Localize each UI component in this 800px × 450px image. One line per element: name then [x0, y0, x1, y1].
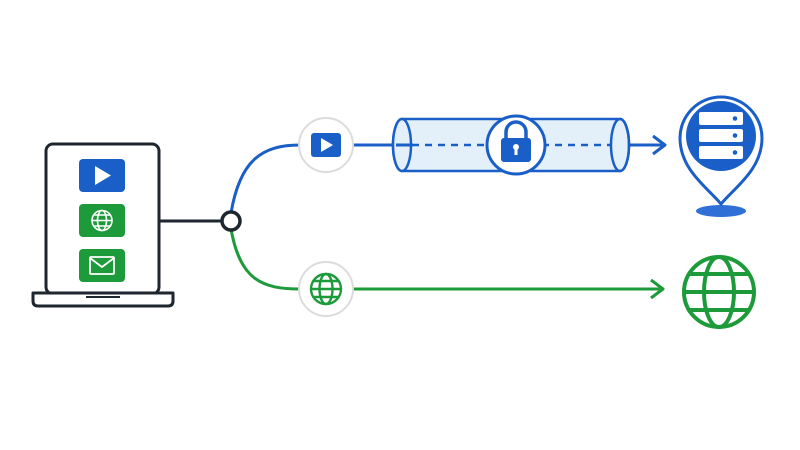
globe-icon [309, 272, 343, 306]
laptop [31, 142, 175, 308]
play-icon [95, 166, 111, 185]
vpn-route [229, 95, 764, 217]
lock-icon [501, 120, 531, 162]
globe-icon [91, 209, 113, 232]
mail-icon [89, 256, 115, 275]
pin-shadow [696, 205, 746, 217]
direct-route-arrowhead [650, 278, 665, 300]
video-app-icon [311, 133, 341, 157]
vpn-route-curve [229, 143, 301, 214]
laptop-base [31, 291, 175, 308]
app-tile-video [79, 159, 125, 192]
vpn-route-arrowhead [652, 134, 667, 156]
app-tile-web [79, 204, 125, 237]
internet-globe-icon [682, 255, 756, 329]
direct-route-curve [229, 228, 301, 291]
server-location-pin-icon [678, 95, 764, 217]
split-point [220, 210, 242, 232]
direct-route [229, 228, 756, 329]
server-icon [699, 112, 743, 159]
encrypted-tunnel [391, 114, 631, 176]
play-icon [321, 138, 333, 152]
app-tile-mail [79, 249, 125, 282]
